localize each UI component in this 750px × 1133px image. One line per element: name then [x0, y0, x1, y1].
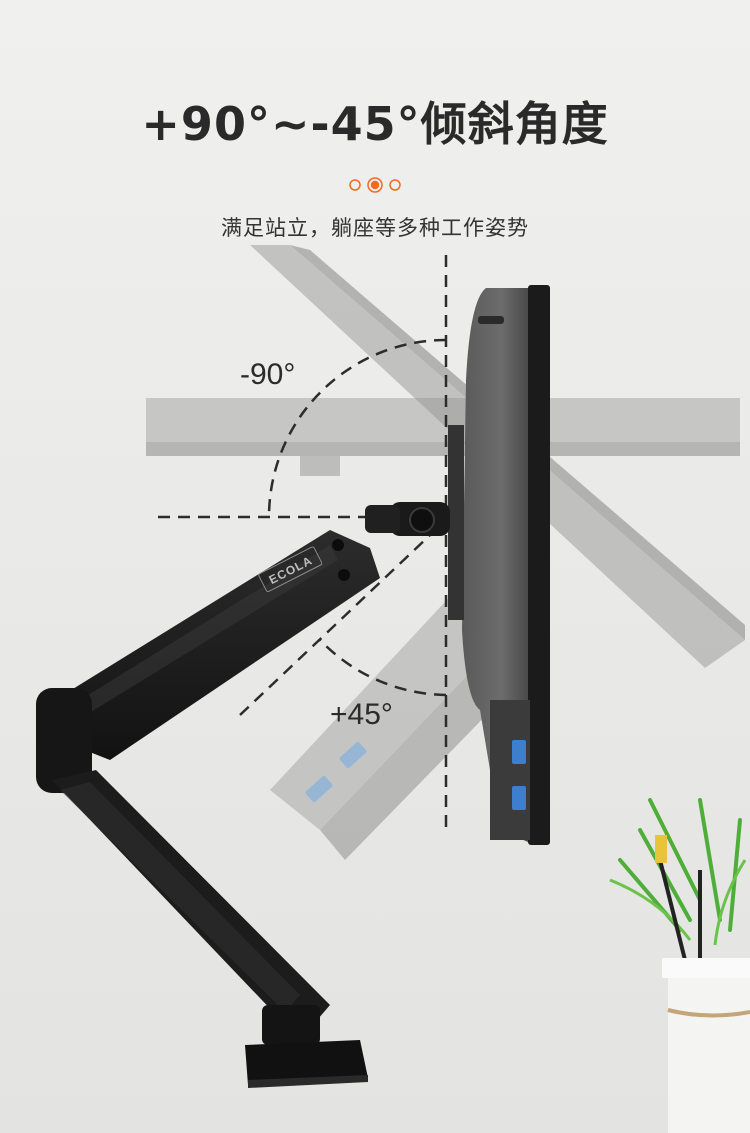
- subtitle: 满足站立，躺座等多种工作姿势: [221, 216, 529, 240]
- monitor-bezel: [528, 285, 550, 845]
- dot-right: [389, 179, 401, 191]
- arc-plus-45: [319, 639, 447, 697]
- plant-pot: [609, 798, 750, 1133]
- angle-label-minus-90: -90°: [240, 358, 296, 391]
- tilt-45-line: [239, 519, 447, 716]
- dot-left: [349, 179, 361, 191]
- dot-center-fill: [370, 180, 380, 190]
- dot-center: [367, 177, 383, 193]
- carousel-dots: [349, 177, 401, 193]
- vesa-plate: [448, 425, 464, 620]
- angle-label-plus-45: +45°: [330, 698, 393, 731]
- ghost-usb-port-1: [305, 775, 333, 803]
- monitor-arm: ECOLA: [36, 502, 450, 1088]
- headline: +90°~-45°倾斜角度: [141, 97, 609, 151]
- usb-port-2: [512, 786, 526, 810]
- ghost-usb-port-2: [339, 741, 367, 769]
- ghost-monitor-horizontal: [146, 398, 740, 476]
- usb-port-1: [512, 740, 526, 764]
- monitor-side-view: [448, 285, 550, 845]
